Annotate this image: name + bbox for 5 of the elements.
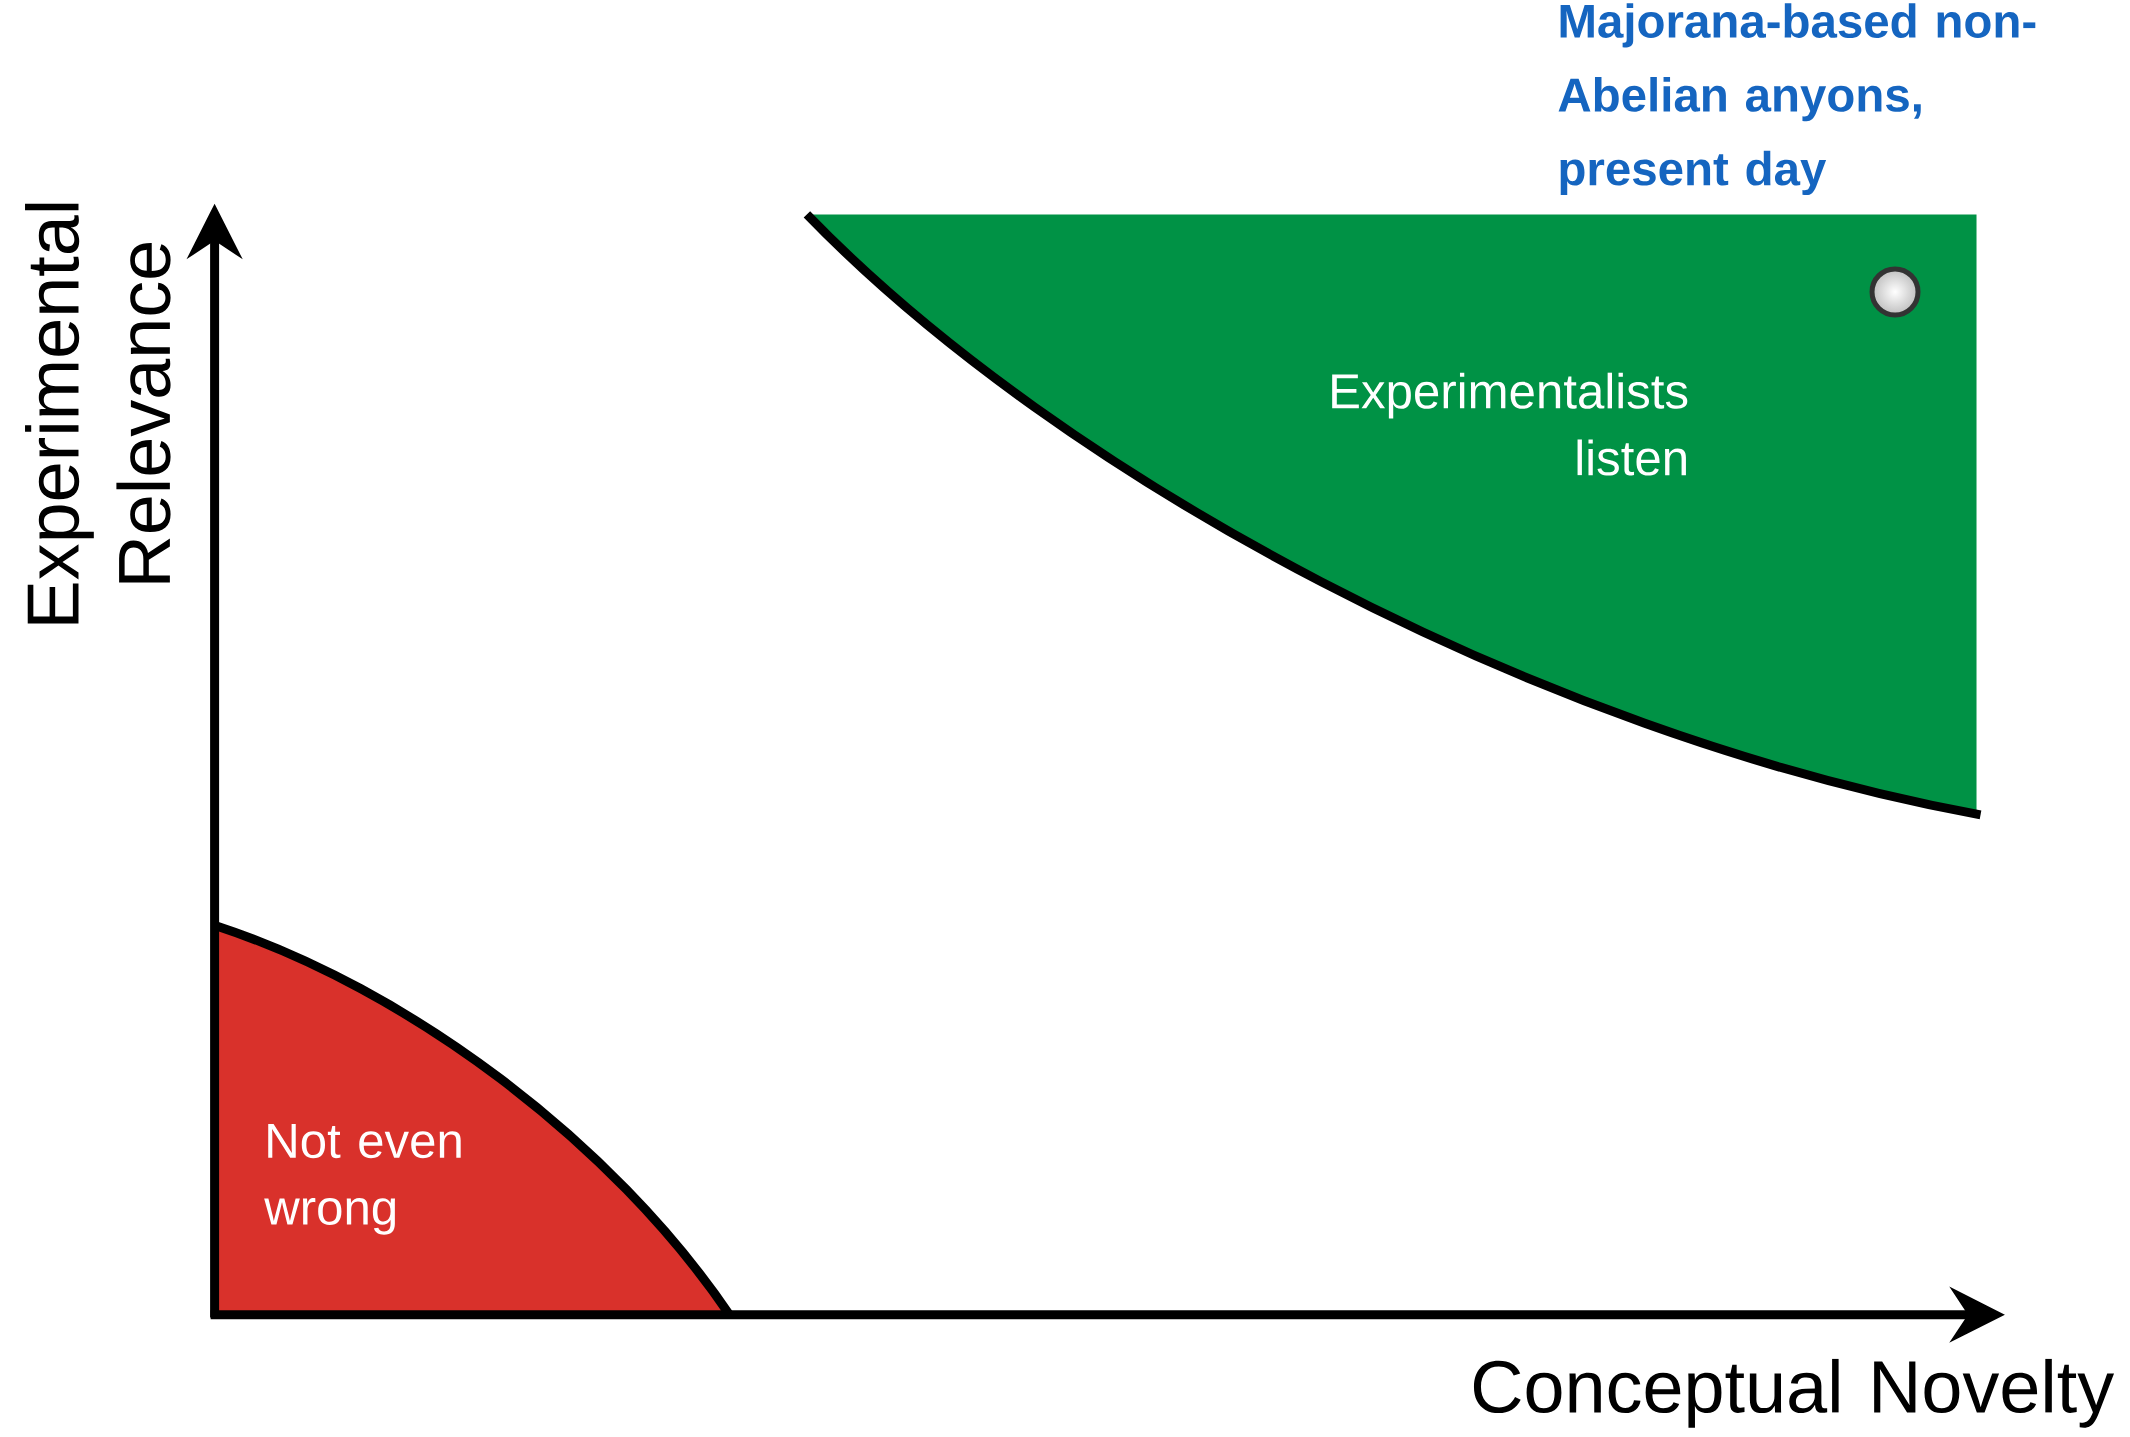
data-point (1869, 266, 1921, 318)
point-caption: Majorana-based non-Abelian anyons, present day (1558, 3, 2036, 196)
axis-title: Conceptual Novelty (1473, 1358, 2115, 1428)
axis-title: Experimental Relevance (25, 203, 171, 624)
region: Not even wrong (215, 921, 734, 1318)
